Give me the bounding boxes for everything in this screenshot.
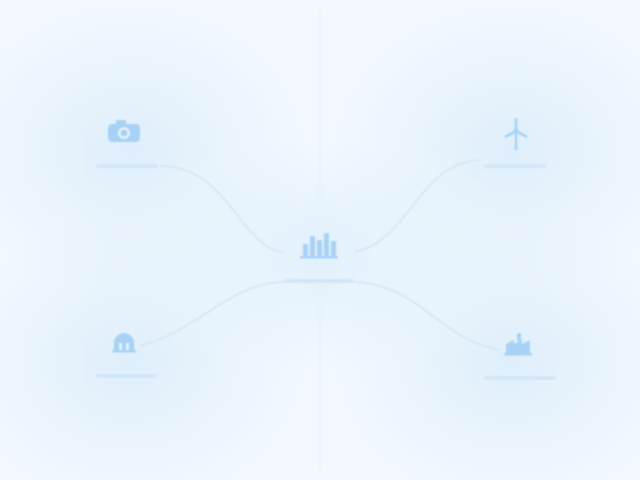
connector-top-right bbox=[354, 159, 481, 253]
bar-chart-icon bbox=[300, 233, 338, 259]
caption-bottom-right bbox=[484, 376, 556, 380]
caption-bottom-left bbox=[96, 374, 156, 378]
caption-top-left bbox=[96, 164, 158, 168]
factory-icon bbox=[504, 333, 532, 356]
connector-bottom-right bbox=[354, 281, 501, 351]
caption-center bbox=[284, 279, 354, 283]
wind-turbine-icon bbox=[504, 118, 528, 150]
connector-top-left bbox=[159, 165, 286, 253]
camera-icon bbox=[108, 120, 140, 142]
dome-icon bbox=[112, 333, 136, 353]
caption-top-right bbox=[484, 164, 546, 168]
connector-bottom-left bbox=[139, 281, 286, 347]
